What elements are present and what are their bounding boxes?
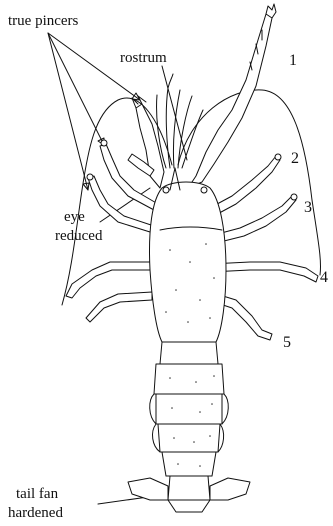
label-true-pincers: true pincers <box>8 13 79 29</box>
leg-number-5: 5 <box>283 334 291 351</box>
telson-tip <box>168 500 210 512</box>
tail-fan <box>128 476 250 512</box>
leader-pincer-3 <box>48 33 88 190</box>
leader-pincer-1 <box>48 33 140 100</box>
uropod-left <box>128 478 168 500</box>
eye-right <box>201 187 207 193</box>
label-rostrum: rostrum <box>120 50 167 66</box>
leg-number-4: 4 <box>320 269 328 286</box>
eye-left <box>163 187 169 193</box>
label-eye-line2: reduced <box>55 228 103 244</box>
leg-number-1: 1 <box>289 52 297 69</box>
uropod-right <box>210 478 250 500</box>
label-eye-line1: eye <box>64 209 85 225</box>
claw-left <box>128 96 164 188</box>
telson-base <box>168 476 210 500</box>
label-tail-fan-line1: tail fan <box>16 486 59 502</box>
leg-number-2: 2 <box>291 150 299 167</box>
abdomen <box>150 342 229 476</box>
antennule-1 <box>166 74 173 168</box>
leg-number-3: 3 <box>304 199 312 216</box>
leader-tail-fan <box>98 497 148 504</box>
label-tail-fan-line2: hardened <box>8 505 63 521</box>
carapace <box>150 168 227 342</box>
